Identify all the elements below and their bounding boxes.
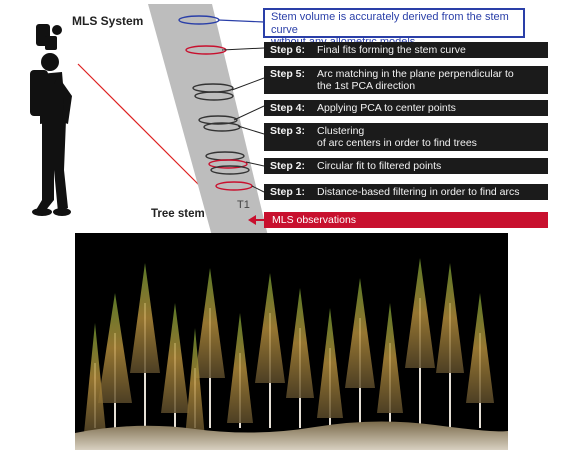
step-6-box: Step 6: Final fits forming the stem curve xyxy=(264,42,548,58)
step-1-number: Step 1: xyxy=(270,186,306,198)
step-3-number: Step 3: xyxy=(270,125,306,137)
tree-crown xyxy=(255,273,285,383)
tree-crown xyxy=(286,288,314,398)
tree-crown xyxy=(130,263,160,373)
stem-circles xyxy=(178,15,253,191)
step-3-line-1: Clustering xyxy=(317,125,365,137)
laser-line xyxy=(77,63,219,205)
tree-stem xyxy=(148,4,268,236)
step-1-box: Step 1: Distance-based filtering in order… xyxy=(264,184,548,200)
step-2-number: Step 2: xyxy=(270,160,306,172)
svg-text:T1: T1 xyxy=(237,199,250,211)
tree-crown xyxy=(345,278,375,388)
step-2-text: Circular fit to filtered points xyxy=(317,160,442,172)
step-1-text: Distance-based filtering in order to fin… xyxy=(317,186,520,198)
step-5-line-1: Arc matching in the plane perpendicular … xyxy=(317,68,514,80)
tree-crown xyxy=(185,328,205,438)
step-6-number: Step 6: xyxy=(270,44,306,56)
stem-volume-box: Stem volume is accurately derived from t… xyxy=(263,8,525,48)
tree-crown xyxy=(466,293,494,403)
step-5-number: Step 5: xyxy=(270,68,306,80)
step-3-line-2: of arc centers in order to find trees xyxy=(317,137,477,149)
tree-crown xyxy=(436,263,464,373)
tree-crown xyxy=(405,258,435,368)
step-4-text: Applying PCA to center points xyxy=(317,102,456,114)
step-5-line-2: the 1st PCA direction xyxy=(317,80,416,92)
person-with-scanner-icon xyxy=(30,24,72,216)
step-4-box: Step 4: Applying PCA to center points xyxy=(264,100,548,116)
step-5-text: Arc matching in the plane perpendicular … xyxy=(317,68,542,92)
tree-crown xyxy=(195,268,225,378)
point-cloud-forest-image xyxy=(75,233,508,450)
tree-stem-label: Tree stem xyxy=(151,208,205,220)
tree-crown xyxy=(317,308,343,418)
step-6-text: Final fits forming the stem curve xyxy=(317,44,466,56)
tree-crown xyxy=(227,313,253,423)
stem-curve-diagram: T1 xyxy=(30,4,268,236)
tree-crown xyxy=(84,323,106,433)
leader-lines xyxy=(221,47,265,193)
tree-crown xyxy=(161,303,189,413)
mls-observations-label: MLS observations xyxy=(264,212,548,228)
stem-volume-line-1: Stem volume is accurately derived from t… xyxy=(271,11,509,36)
tree-crown xyxy=(98,293,132,403)
step-4-number: Step 4: xyxy=(270,102,306,114)
step-5-box: Step 5: Arc matching in the plane perpend… xyxy=(264,66,548,94)
mls-system-label: MLS System xyxy=(72,14,144,28)
tree-crown xyxy=(377,303,403,413)
step-2-box: Step 2: Circular fit to filtered points xyxy=(264,158,548,174)
